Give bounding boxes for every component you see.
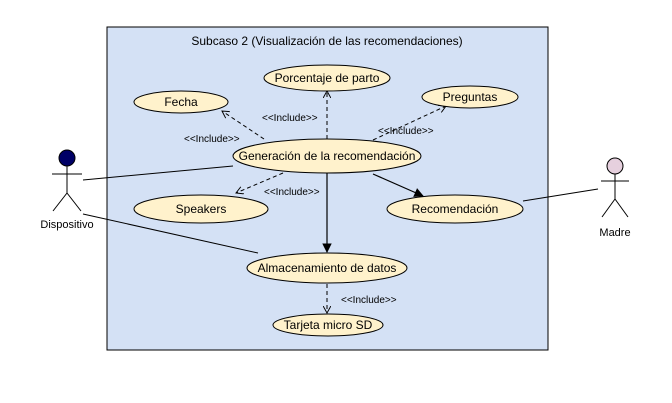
include-label-tarjeta: <<Include>> bbox=[341, 295, 397, 306]
actor-dispositivo-head bbox=[58, 149, 76, 167]
include-label-fecha: <<Include>> bbox=[184, 134, 240, 145]
usecase-fecha[interactable]: Fecha bbox=[133, 90, 229, 114]
actor-dispositivo-label: Dispositivo bbox=[40, 219, 93, 231]
association-madre-recomendacion bbox=[522, 188, 599, 202]
include-arrow-fecha bbox=[222, 111, 265, 140]
usecase-speakers[interactable]: Speakers bbox=[133, 194, 269, 224]
actor-dispositivo[interactable]: Dispositivo bbox=[40, 149, 94, 231]
include-label-speakers: <<Include>> bbox=[264, 187, 320, 198]
arrow-generacion-recomendacion bbox=[372, 173, 424, 197]
usecase-porcentaje[interactable]: Porcentaje de parto bbox=[263, 64, 391, 92]
association-dispositivo-generacion bbox=[82, 165, 234, 181]
actor-madre-label: Madre bbox=[599, 227, 630, 239]
usecase-porcentaje-label: Porcentaje de parto bbox=[275, 71, 380, 85]
association-dispositivo-almacenamiento bbox=[82, 213, 259, 254]
usecase-preguntas[interactable]: Preguntas bbox=[421, 85, 519, 109]
usecase-fecha-label: Fecha bbox=[164, 95, 198, 109]
usecase-recomendacion[interactable]: Recomendación bbox=[386, 194, 524, 224]
usecase-generacion[interactable]: Generación de la recomendación bbox=[232, 138, 422, 174]
usecase-almacenamiento-label: Almacenamiento de datos bbox=[258, 261, 397, 275]
actor-madre-head bbox=[606, 157, 624, 175]
usecase-tarjeta[interactable]: Tarjeta micro SD bbox=[272, 313, 384, 337]
include-arrow-speakers bbox=[236, 172, 284, 193]
actor-madre[interactable]: Madre bbox=[599, 157, 631, 239]
usecase-generacion-label: Generación de la recomendación bbox=[239, 149, 416, 163]
usecase-speakers-label: Speakers bbox=[176, 202, 227, 216]
include-label-porcentaje: <<Include>> bbox=[262, 113, 318, 124]
system-title: Subcaso 2 (Visualización de las recomend… bbox=[191, 34, 462, 48]
usecase-preguntas-label: Preguntas bbox=[443, 90, 498, 104]
usecase-tarjeta-label: Tarjeta micro SD bbox=[284, 318, 373, 332]
usecase-recomendacion-label: Recomendación bbox=[412, 202, 499, 216]
include-label-preguntas: <<Include>> bbox=[378, 126, 434, 137]
usecase-almacenamiento[interactable]: Almacenamiento de datos bbox=[246, 252, 408, 284]
